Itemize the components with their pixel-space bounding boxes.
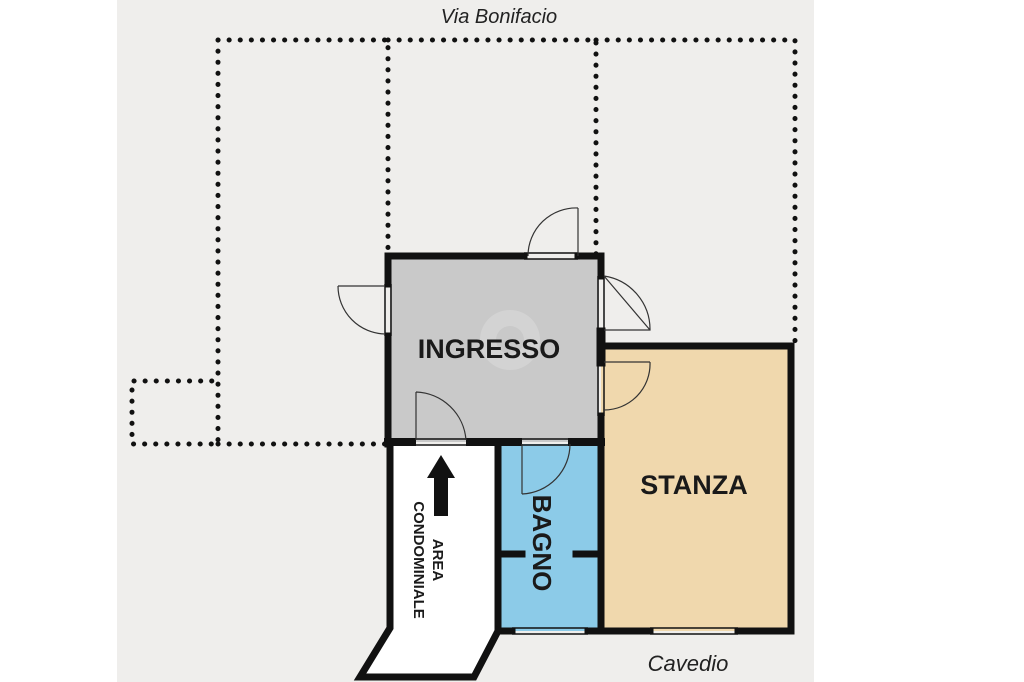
windows: [384, 252, 738, 635]
window-bagno-top: [518, 438, 572, 446]
area-condominiale-room: [364, 444, 497, 674]
walls: [353, 252, 795, 681]
window-ingresso-top: [524, 252, 578, 260]
room-label-bagno: BAGNO: [527, 495, 557, 592]
street-label-top: Via Bonifacio: [441, 6, 557, 28]
dotted-outlines: [129, 37, 798, 447]
arrow-up-icon: [427, 455, 455, 516]
ingresso-room: [390, 259, 599, 442]
window-ingresso-right-lower: [597, 362, 605, 416]
door-swing-ingresso-bottom: [415, 391, 467, 441]
window-stanza-bottom: [650, 627, 738, 635]
window-bagno-bottom: [512, 627, 588, 635]
wall-stanza: [597, 342, 795, 635]
wall-area-left: [353, 440, 503, 681]
door-swing-right-lower: [603, 361, 651, 411]
stanza-room: [601, 347, 789, 631]
room-label-ingresso: INGRESSO: [418, 334, 561, 364]
room-label-stanza: STANZA: [640, 470, 748, 500]
street-label-bottom: Cavedio: [648, 651, 729, 676]
window-ingresso-right: [597, 276, 605, 332]
area-label-line1: AREA: [429, 539, 446, 582]
door-swing-top: [527, 207, 579, 257]
window-ingresso-bottom: [412, 438, 470, 446]
door-swings: [337, 207, 651, 495]
door-swing-left: [337, 285, 386, 335]
logo-watermark: [480, 310, 540, 370]
door-swing-bagno: [521, 443, 571, 495]
bagno-room: [500, 444, 599, 631]
area-condominiale-label: AREA CONDOMINIALE: [410, 501, 446, 619]
door-swing-right: [603, 275, 651, 331]
window-ingresso-left: [384, 284, 392, 336]
dotted-outline-right: [593, 37, 798, 345]
area-label-line2: CONDOMINIALE: [410, 501, 427, 619]
dotted-outline-left: [129, 37, 391, 447]
